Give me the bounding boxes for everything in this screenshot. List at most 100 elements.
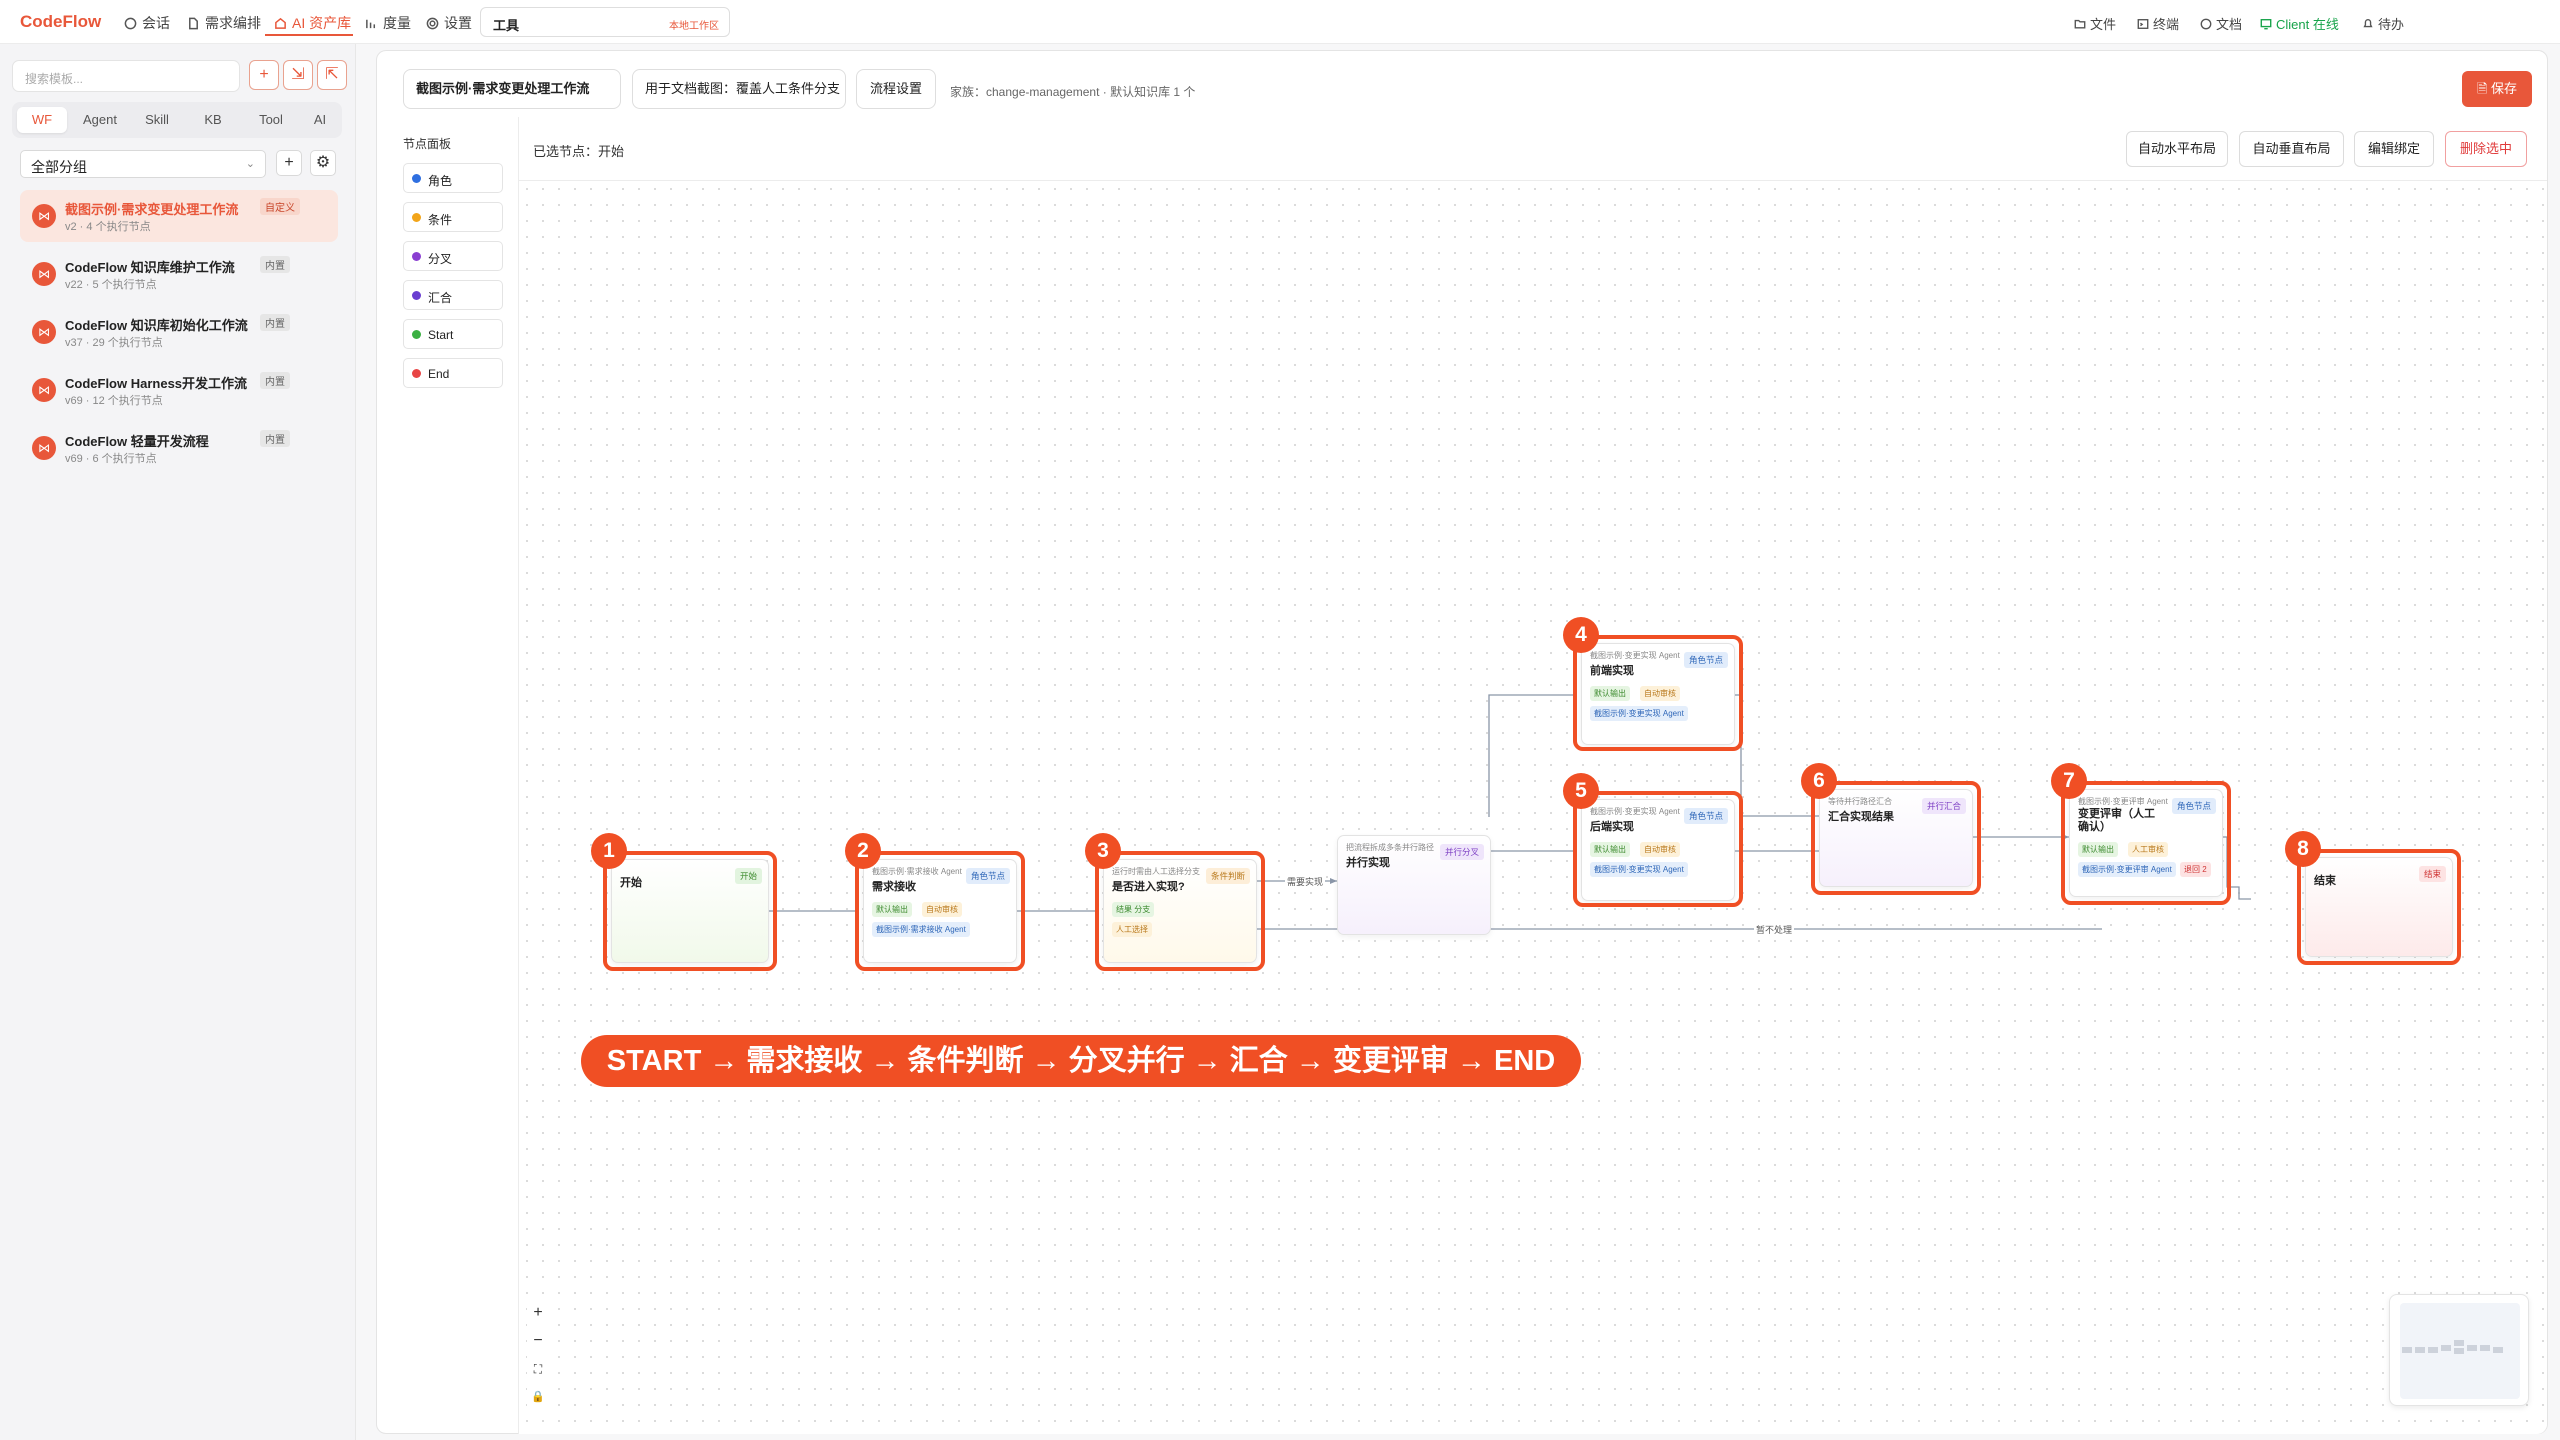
node-backend[interactable]: 截图示例·变更实现 Agent 后端实现 角色节点 默认输出 自动审核 截图示例… (1581, 799, 1735, 901)
node-condition[interactable]: 运行时需由人工选择分支 是否进入实现? 条件判断 结果 分支 人工选择 (1103, 859, 1257, 963)
save-icon: 🗎 (2476, 81, 2492, 96)
node-receive[interactable]: 截图示例·需求接收 Agent 需求接收 角色节点 默认输出 自动审核 截图示例… (863, 859, 1017, 963)
workflow-item[interactable]: ⋈ CodeFlow Harness开发工作流 v69 · 12 个执行节点 内… (20, 364, 338, 416)
node-review[interactable]: 截图示例·变更评审 Agent 变更评审（人工确认） 角色节点 默认输出 人工审… (2069, 789, 2223, 897)
node-type-tag: 角色节点 (1683, 652, 1728, 668)
join-dot-icon (412, 291, 421, 300)
nav-label: 会话 (142, 15, 170, 31)
fit-view-icon[interactable]: ⛶ (533, 1362, 543, 1376)
auto-horizontal-layout-button[interactable]: 自动水平布局 (2126, 131, 2228, 167)
edit-binding-button[interactable]: 编辑绑定 (2354, 131, 2434, 167)
fork-dot-icon (412, 252, 421, 261)
palette-item-condition[interactable]: 条件 (403, 202, 503, 232)
palette-title: 节点面板 (403, 137, 452, 151)
export-icon[interactable]: ⇱ (317, 60, 347, 90)
node-start[interactable]: 开始 开始 (611, 859, 769, 963)
chat-icon (124, 17, 137, 29)
minimap-node (2402, 1347, 2412, 1353)
workflow-item[interactable]: ⋈ CodeFlow 知识库维护工作流 v22 · 5 个执行节点 内置 (20, 248, 338, 300)
palette-label: 分叉 (428, 252, 453, 266)
top-docs[interactable]: 文档 (2200, 14, 2242, 33)
workflow-item[interactable]: ⋈ CodeFlow 轻量开发流程 v69 · 6 个执行节点 内置 (20, 422, 338, 474)
top-client-status[interactable]: Client 在线 (2260, 14, 2339, 33)
bar-chart-icon (366, 19, 376, 28)
tab-kb[interactable]: KB (204, 112, 222, 127)
node-title: 是否进入实现? (1112, 881, 1185, 893)
step-badge: 3 (1085, 833, 1121, 869)
node-title: 变更评审（人工确认） (2078, 808, 2155, 833)
nav-requirements[interactable]: 需求编排 (187, 13, 261, 33)
delete-selected-button[interactable]: 删除选中 (2445, 131, 2527, 167)
group-settings-button[interactable]: ⚙ (310, 150, 336, 176)
top-bar: CodeFlow 会话 需求编排 AI 资产库 度量 设置 工具 本地工作区 文… (0, 0, 2560, 44)
tab-skill[interactable]: Skill (145, 112, 169, 127)
node-frontend[interactable]: 截图示例·变更实现 Agent 前端实现 角色节点 默认输出 自动审核 截图示例… (1581, 643, 1735, 745)
edge-fork-frontend (1488, 694, 1577, 817)
top-terminal[interactable]: 终端 (2137, 14, 2179, 33)
palette-item-start[interactable]: Start (403, 319, 503, 349)
zoom-out-icon[interactable]: − (533, 1332, 543, 1349)
node-context: 截图示例·变更评审 Agent (2078, 797, 2168, 806)
palette-item-join[interactable]: 汇合 (403, 280, 503, 310)
flow-canvas[interactable]: 已选节点：开始 自动水平布局 自动垂直布局 编辑绑定 删除选中 (519, 117, 2547, 1434)
zoom-in-icon[interactable]: + (533, 1304, 543, 1321)
step-badge: 5 (1563, 773, 1599, 809)
tab-ai[interactable]: AI (313, 112, 327, 127)
top-files[interactable]: 文件 (2074, 14, 2116, 33)
step-badge: 2 (845, 833, 881, 869)
workflow-title: CodeFlow 知识库维护工作流 (65, 260, 235, 275)
lock-icon[interactable]: 🔒 (531, 1391, 545, 1403)
add-group-button[interactable]: + (276, 150, 302, 176)
node-end[interactable]: 结束 结束 (2305, 857, 2453, 957)
group-select[interactable]: 全部分组 ⌄ (20, 150, 266, 178)
end-dot-icon (412, 369, 421, 378)
top-todo[interactable]: 待办 (2362, 14, 2404, 33)
edge-label-need-impl: 需要实现 (1285, 875, 1326, 888)
tab-wf[interactable]: WF (17, 107, 67, 133)
minimap-node (2454, 1348, 2464, 1354)
zoom-controls: + − ⛶ 🔒 (527, 1299, 549, 1411)
tab-agent[interactable]: Agent (83, 112, 117, 127)
nav-chat[interactable]: 会话 (124, 13, 170, 33)
workflow-subtitle: v2 · 4 个执行节点 (65, 221, 151, 233)
workflow-item[interactable]: ⋈ CodeFlow 知识库初始化工作流 v37 · 29 个执行节点 内置 (20, 306, 338, 358)
folder-icon (2074, 19, 2086, 29)
workflow-name-input[interactable]: 截图示例·需求变更处理工作流 (403, 69, 621, 109)
flow-settings-button[interactable]: 流程设置 (856, 69, 936, 109)
workflow-badge: 内置 (260, 314, 290, 331)
save-label: 保存 (2491, 81, 2518, 96)
node-return-chip: 退回 2 (2180, 862, 2211, 877)
node-join[interactable]: 等待并行路径汇合 汇合实现结果 并行汇合 (1819, 789, 1973, 887)
flow-summary-banner: START → 需求接收 → 条件判断 → 分叉并行 → 汇合 → 变更评审 →… (581, 1035, 1581, 1087)
workflow-subtitle: v69 · 12 个执行节点 (65, 395, 163, 407)
palette-item-role[interactable]: 角色 (403, 163, 503, 193)
group-select-value: 全部分组 (31, 159, 87, 175)
node-fork[interactable]: 把流程拆成多条并行路径 并行实现 并行分叉 (1337, 835, 1491, 935)
search-placeholder: 搜索模板... (25, 72, 84, 86)
node-title: 前端实现 (1590, 665, 1634, 677)
add-icon[interactable]: + (249, 60, 279, 90)
node-type-tag: 结束 (2418, 866, 2446, 882)
auto-vertical-layout-button[interactable]: 自动垂直布局 (2239, 131, 2344, 167)
nav-metrics[interactable]: 度量 (365, 13, 411, 33)
minimap[interactable] (2389, 1294, 2529, 1406)
template-search-input[interactable]: 搜索模板... (12, 60, 240, 92)
tool-input-title: 工具 (493, 18, 520, 33)
nav-ai-assets[interactable]: AI 资产库 (274, 13, 351, 33)
tool-input[interactable]: 工具 本地工作区 (480, 7, 730, 37)
highlight-frame (1095, 851, 1265, 971)
save-button[interactable]: 🗎 保存 (2462, 71, 2532, 107)
node-chip: 默认输出 (1590, 686, 1630, 701)
import-icon[interactable]: ⇲ (283, 60, 313, 90)
tab-tool[interactable]: Tool (259, 112, 283, 127)
nav-settings[interactable]: 设置 (426, 13, 472, 33)
workflow-description-input[interactable]: 用于文档截图：覆盖人工条件分支 (632, 69, 846, 109)
node-chip: 默认输出 (872, 902, 912, 917)
node-type-tag: 并行汇合 (1921, 798, 1966, 814)
step-badge: 7 (2051, 763, 2087, 799)
palette-item-fork[interactable]: 分叉 (403, 241, 503, 271)
palette-item-end[interactable]: End (403, 358, 503, 388)
app-logo[interactable]: CodeFlow (20, 12, 102, 31)
edges-layer (769, 694, 2251, 930)
workflow-item[interactable]: ⋈ 截图示例·需求变更处理工作流 v2 · 4 个执行节点 自定义 (20, 190, 338, 242)
